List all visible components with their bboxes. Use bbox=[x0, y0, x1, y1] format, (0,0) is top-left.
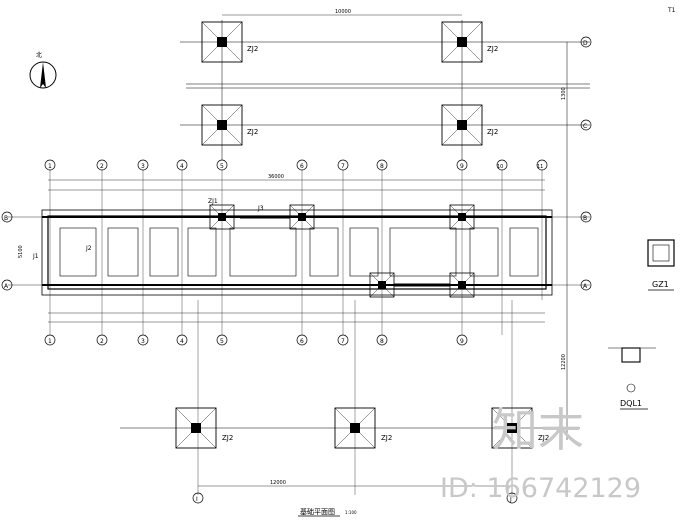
footing-mark-z1: ZJ1 bbox=[208, 198, 218, 205]
axis-6-bottom: 6 bbox=[300, 338, 304, 345]
axis-7-top: 7 bbox=[341, 163, 345, 170]
footing-bottom-1: ZJ2 bbox=[175, 407, 233, 449]
north-arrow: 北 bbox=[29, 51, 57, 89]
dim-bottom-span: 12000 bbox=[270, 480, 286, 486]
drawing-title: 基础平面图 bbox=[300, 507, 335, 516]
bottom-axis-bubbles: 1 2 3 4 5 6 7 8 9 bbox=[44, 334, 468, 346]
dim-right-1: 1300 bbox=[561, 87, 567, 100]
axis-c-label: C bbox=[583, 123, 587, 130]
axis-2-top: 2 bbox=[100, 163, 104, 170]
footing-top-left-2: ZJ2 bbox=[201, 104, 258, 146]
footing-mark: ZJ2 bbox=[538, 434, 549, 442]
watermark-brand: 知末 bbox=[492, 403, 584, 457]
axis-i-label: I bbox=[196, 496, 198, 503]
axis-1-top: 1 bbox=[48, 163, 52, 170]
axis-d-label: D bbox=[583, 40, 588, 47]
axis-b-right: B bbox=[583, 215, 587, 222]
footing-top-right-1: ZJ2 bbox=[441, 21, 498, 63]
axis-4-bottom: 4 bbox=[180, 338, 184, 345]
footing-top-right-2: ZJ2 bbox=[441, 104, 498, 146]
footing-mark: ZJ2 bbox=[247, 45, 258, 53]
drawing-scale: 1:100 bbox=[345, 510, 357, 515]
axis-10-top: 10 bbox=[497, 164, 503, 170]
footing-mark: ZJ2 bbox=[487, 128, 498, 136]
axis-3-bottom: 3 bbox=[141, 338, 145, 345]
watermark-id: ID: 166742129 bbox=[440, 473, 641, 504]
axis-5-top: 5 bbox=[220, 163, 224, 170]
top-axis-bubbles: 1 2 3 4 5 6 7 8 9 10 11 bbox=[44, 159, 548, 171]
axis-j-label: J bbox=[509, 496, 512, 503]
axis-8-top: 8 bbox=[380, 163, 384, 170]
axis-9-top: 9 bbox=[460, 163, 464, 170]
dim-top-span: 10000 bbox=[335, 9, 351, 15]
axis-4-top: 4 bbox=[180, 163, 184, 170]
footing-bottom-3: ZJ2 bbox=[491, 407, 549, 449]
footing-mark: ZJ2 bbox=[247, 128, 258, 136]
axis-1-bottom: 1 bbox=[48, 338, 52, 345]
dql1-detail: DQL1 bbox=[608, 347, 656, 410]
axis-b-left: B bbox=[4, 215, 8, 222]
axis-8-bottom: 8 bbox=[380, 338, 384, 345]
footing-top-left-1: ZJ2 bbox=[201, 21, 258, 63]
axis-a-left: A bbox=[4, 283, 9, 290]
axis-9-bottom: 9 bbox=[460, 338, 464, 345]
footing-mark: ZJ2 bbox=[487, 45, 498, 53]
dim-right-2: 12200 bbox=[561, 354, 567, 370]
dim-total-length: 36000 bbox=[268, 174, 284, 180]
axis-6-top: 6 bbox=[300, 163, 304, 170]
footing-b9 bbox=[449, 204, 475, 230]
main-building-plan: 36000 B A B A 5100 1 2 3 4 5 6 7 8 9 10 … bbox=[1, 159, 592, 495]
axis-11-top: 11 bbox=[537, 164, 543, 170]
strip-footings bbox=[59, 227, 539, 277]
strip-mark-j1: J1 bbox=[32, 253, 39, 260]
right-axis-bubbles: D C 1300 12200 bbox=[561, 36, 592, 440]
vertical-axis-lines bbox=[49, 170, 543, 495]
dim-row-span: 5100 bbox=[18, 245, 24, 258]
axis-a-right: A bbox=[583, 283, 588, 290]
footing-bottom-2: ZJ2 bbox=[334, 407, 392, 449]
top-footings: 10000 bbox=[180, 9, 590, 160]
strip-mark-j2: J2 bbox=[85, 245, 92, 252]
north-label: 北 bbox=[36, 51, 42, 59]
gz1-label: GZ1 bbox=[652, 280, 669, 289]
gz1-detail: GZ1 bbox=[647, 239, 675, 291]
axis-5-bottom: 5 bbox=[220, 338, 224, 345]
axis-7-bottom: 7 bbox=[341, 338, 345, 345]
dql1-label: DQL1 bbox=[620, 399, 642, 408]
axis-2-bottom: 2 bbox=[100, 338, 104, 345]
corner-mark: T1 bbox=[667, 7, 676, 14]
footing-mark: ZJ2 bbox=[381, 434, 392, 442]
axis-3-top: 3 bbox=[141, 163, 145, 170]
footing-b6 bbox=[289, 204, 315, 230]
footing-b5 bbox=[209, 204, 235, 230]
strip-mark-j3: J3 bbox=[257, 205, 264, 212]
footing-mark: ZJ2 bbox=[222, 434, 233, 442]
